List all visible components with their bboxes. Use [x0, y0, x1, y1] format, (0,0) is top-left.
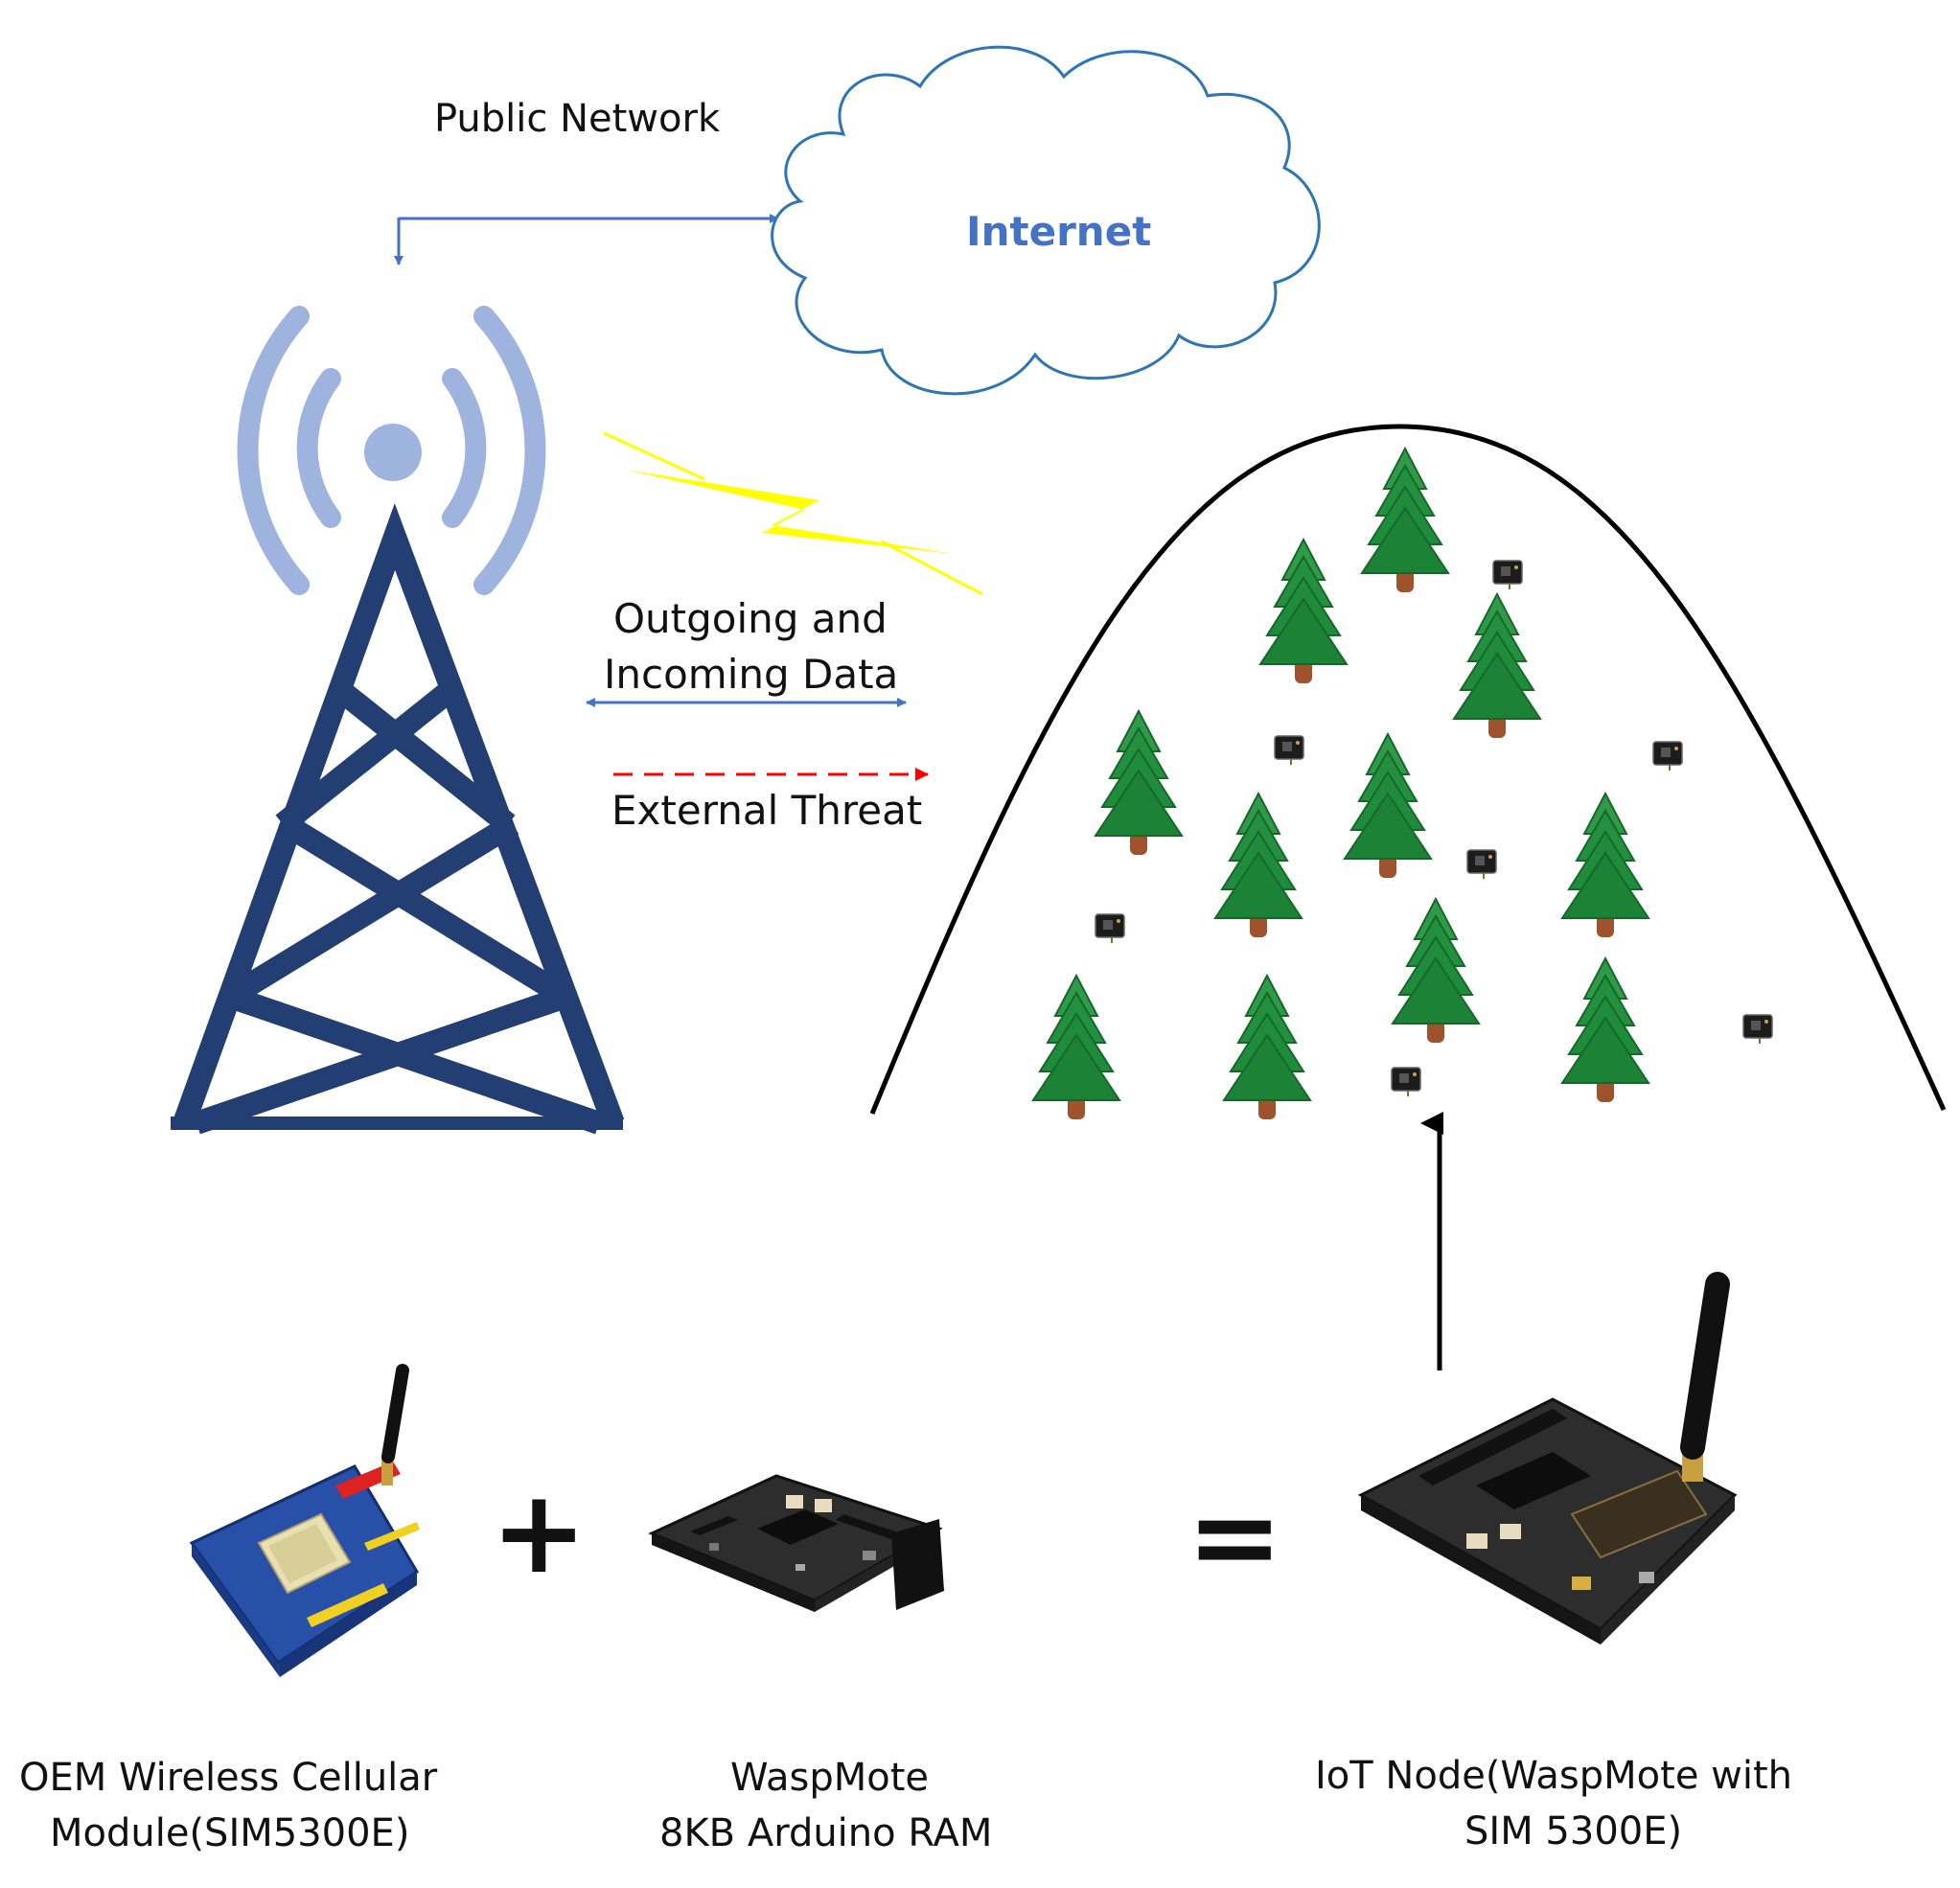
- forest: [1032, 448, 1649, 1120]
- pine-tree-icon: [1344, 733, 1432, 879]
- public-network-link-arrow: [394, 214, 779, 265]
- cloud-icon: [771, 45, 1321, 396]
- hill-outline: [869, 424, 1947, 1115]
- module-caption-line2: Module(SIM5300E): [50, 1811, 409, 1855]
- pine-tree-icon: [1361, 448, 1449, 593]
- pine-tree-icon: [1453, 593, 1541, 739]
- iot-node-board-icon: [1357, 1272, 1738, 1645]
- sensor-node-icon: [1274, 735, 1304, 766]
- lightning-bolt-icon: [603, 431, 983, 596]
- sensor-node-icon: [1492, 560, 1523, 590]
- plus-sign: +: [491, 1466, 588, 1600]
- sensor-node-icon: [1095, 913, 1125, 944]
- pine-tree-icon: [1561, 957, 1649, 1103]
- iot-node-caption-line2: SIM 5300E): [1464, 1809, 1682, 1853]
- waspmote-caption-line2: 8KB Arduino RAM: [659, 1811, 992, 1855]
- cell-tower-icon: [171, 306, 625, 1135]
- internet-label: Internet: [966, 208, 1151, 255]
- external-threat-label: External Threat: [611, 787, 922, 834]
- sensor-node-icon: [1391, 1067, 1421, 1097]
- sensor-node-icon: [1742, 1014, 1773, 1045]
- waspmote-board-icon: [650, 1474, 944, 1614]
- pine-tree-icon: [1095, 710, 1183, 856]
- equals-sign: =: [1187, 1471, 1283, 1604]
- pine-tree-icon: [1561, 793, 1649, 938]
- iot-node-caption-line1: IoT Node(WaspMote with: [1315, 1754, 1792, 1798]
- sensor-node-icon: [1466, 849, 1497, 880]
- waspmote-caption-line1: WaspMote: [730, 1756, 929, 1800]
- sensor-node-icon: [1652, 741, 1683, 771]
- pine-tree-icon: [1214, 793, 1303, 938]
- data-label-line2: Incoming Data: [604, 651, 898, 698]
- public-network-label: Public Network: [434, 97, 721, 141]
- pine-tree-icon: [1259, 539, 1348, 684]
- cellular-module-board-icon: [189, 1364, 420, 1677]
- pine-tree-icon: [1223, 975, 1311, 1120]
- data-label-line1: Outgoing and: [613, 595, 888, 642]
- pine-tree-icon: [1392, 898, 1480, 1044]
- pine-tree-icon: [1032, 975, 1120, 1120]
- module-caption-line1: OEM Wireless Cellular: [19, 1756, 438, 1800]
